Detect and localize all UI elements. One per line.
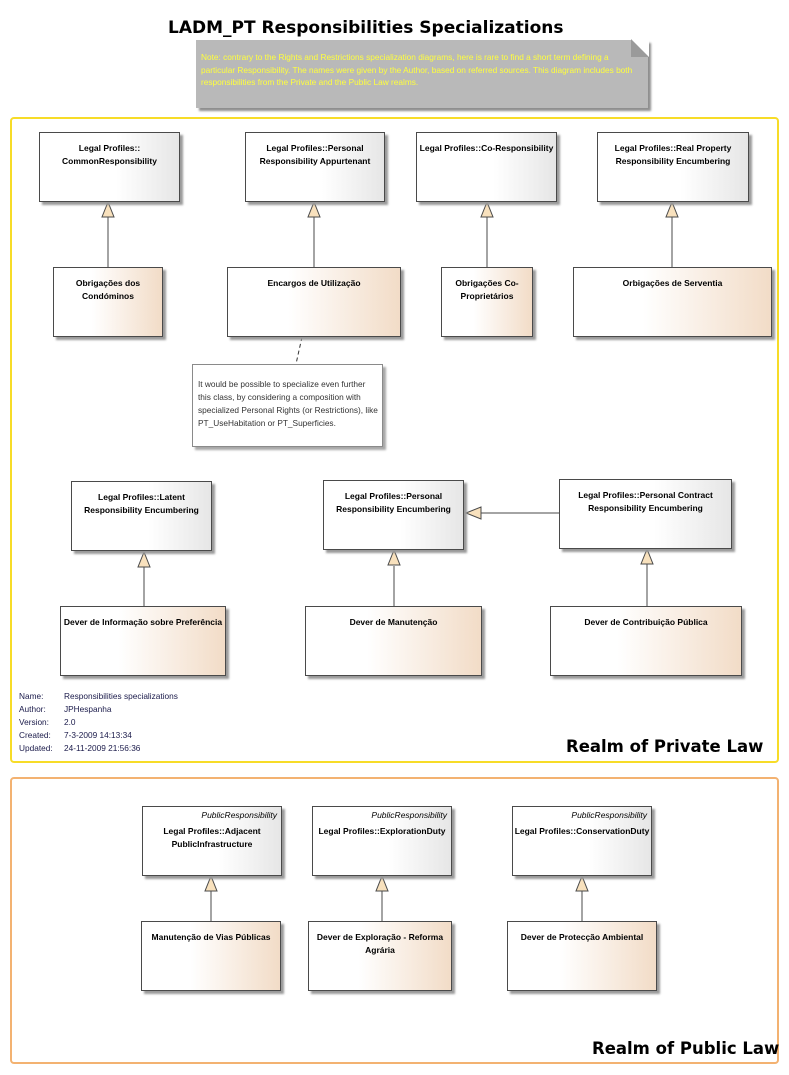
meta-updated-label: Updated: — [19, 743, 53, 753]
diagram-metadata: Name: Responsibilities specializations Au… — [19, 690, 178, 755]
realm-private-law — [10, 117, 779, 763]
author-note-text: Note: contrary to the Rights and Restric… — [201, 52, 633, 87]
realm-public-label: Realm of Public Law — [592, 1039, 780, 1058]
subclass-exploracao[interactable]: Dever de Exploração - Reforma Agrária — [308, 921, 452, 991]
realm-private-label: Realm of Private Law — [566, 737, 764, 756]
meta-version-label: Version: — [19, 717, 49, 727]
meta-name: Responsibilities specializations — [64, 691, 178, 701]
gen-arrow-personal-contract — [640, 547, 654, 565]
class-exploration-duty[interactable]: PublicResponsibility Legal Profiles::Exp… — [312, 806, 452, 876]
meta-created: 7-3-2009 14:13:34 — [64, 730, 132, 740]
gen-arrow-real-property — [665, 200, 679, 218]
class-adjacent-public-infrastructure[interactable]: PublicResponsibility Legal Profiles::Adj… — [142, 806, 282, 876]
note-fold-corner — [631, 39, 649, 57]
diagram-title: LADM_PT Responsibilities Specializations — [168, 18, 564, 38]
specialization-comment: It would be possible to specialize even … — [192, 364, 383, 447]
meta-author: JPHespanha — [64, 704, 112, 714]
gen-arrow-conservation — [575, 874, 589, 892]
stereotype-label: PublicResponsibility — [201, 810, 277, 820]
subclass-serventia[interactable]: Orbigações de Serventia — [573, 267, 772, 337]
subclass-informacao[interactable]: Dever de Informação sobre Preferência — [60, 606, 226, 676]
gen-arrow-common — [101, 200, 115, 218]
class-adjacent-label: Legal Profiles::Adjacent PublicInfrastru… — [163, 826, 261, 849]
class-real-property-responsibility[interactable]: Legal Profiles::Real Property Responsibi… — [597, 132, 749, 202]
gen-arrow-personal-enc-side — [464, 506, 482, 520]
class-co-responsibility[interactable]: Legal Profiles::Co-Responsibility — [416, 132, 557, 202]
meta-version: 2.0 — [64, 717, 76, 727]
subclass-encargos[interactable]: Encargos de Utilização — [227, 267, 401, 337]
subclass-condominos[interactable]: Obrigações dos Condóminos — [53, 267, 163, 337]
class-latent-responsibility[interactable]: Legal Profiles::Latent Responsibility En… — [71, 481, 212, 551]
gen-arrow-adjacent — [204, 874, 218, 892]
meta-name-label: Name: — [19, 691, 44, 701]
subclass-proteccao[interactable]: Dever de Protecção Ambiental — [507, 921, 657, 991]
class-personal-contract-responsibility[interactable]: Legal Profiles::Personal Contract Respon… — [559, 479, 732, 549]
class-common-responsibility[interactable]: Legal Profiles:: CommonResponsibility — [39, 132, 180, 202]
subclass-coproprietarios[interactable]: Obrigações Co-Proprietários — [441, 267, 533, 337]
meta-author-label: Author: — [19, 704, 46, 714]
stereotype-label: PublicResponsibility — [571, 810, 647, 820]
class-conservation-label: Legal Profiles::ConservationDuty — [514, 826, 650, 836]
realm-public-law — [10, 777, 779, 1064]
gen-arrow-personal-enc — [387, 548, 401, 566]
meta-created-label: Created: — [19, 730, 51, 740]
class-personal-responsibility-appurtenant[interactable]: Legal Profiles::Personal Responsibility … — [245, 132, 385, 202]
comment-link — [295, 336, 303, 365]
gen-arrow-exploration — [375, 874, 389, 892]
subclass-manutencao[interactable]: Dever de Manutenção — [305, 606, 482, 676]
gen-arrow-personal-appurtenant — [307, 200, 321, 218]
gen-arrow-co — [480, 200, 494, 218]
subclass-contribuicao[interactable]: Dever de Contribuição Pública — [550, 606, 742, 676]
meta-updated: 24-11-2009 21:56:36 — [64, 743, 141, 753]
author-note: Note: contrary to the Rights and Restric… — [196, 39, 649, 108]
class-exploration-label: Legal Profiles::ExplorationDuty — [318, 826, 446, 836]
class-personal-responsibility-encumbering[interactable]: Legal Profiles::Personal Responsibility … — [323, 480, 464, 550]
subclass-vias-publicas[interactable]: Manutenção de Vias Públicas — [141, 921, 281, 991]
gen-arrow-latent — [137, 550, 151, 568]
stereotype-label: PublicResponsibility — [371, 810, 447, 820]
class-conservation-duty[interactable]: PublicResponsibility Legal Profiles::Con… — [512, 806, 652, 876]
